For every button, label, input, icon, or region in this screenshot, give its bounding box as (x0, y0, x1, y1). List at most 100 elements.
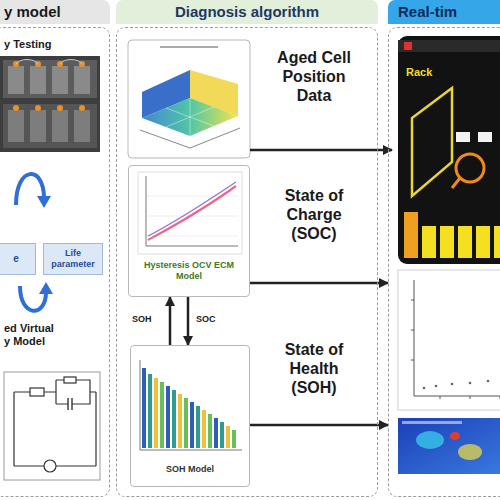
soh-bar-chart (214, 418, 218, 448)
battery-test-photo (0, 56, 100, 152)
cell-heatmap (416, 431, 444, 449)
monitoring-phone (458, 226, 472, 258)
circuit-model (64, 377, 76, 383)
cell-heatmap (458, 444, 482, 460)
monitoring-phone (452, 178, 460, 188)
surface-plot (160, 46, 218, 48)
flow-connector (169, 297, 172, 345)
soh-bar-chart (196, 406, 200, 448)
soh-bar-chart (190, 402, 194, 448)
panel-header: y model (0, 0, 110, 24)
flow-arrow (39, 282, 53, 294)
battery-test-photo (57, 105, 63, 111)
battery-test-photo (52, 110, 68, 142)
soc-graph (469, 382, 472, 385)
cell-heatmap (402, 421, 462, 424)
annotation-text: Aged Cell Position Data (268, 48, 360, 106)
node-text: y model (4, 0, 110, 24)
circuit-model (14, 380, 96, 466)
node-text: Hysteresis OCV ECM Model (133, 260, 245, 282)
soh-bar-chart (140, 360, 242, 450)
battery-test-photo (16, 60, 82, 65)
connector-label: State of Health (SOH) (268, 340, 360, 398)
connector-label: SOH (132, 314, 162, 325)
parameter-box: e (0, 243, 36, 275)
battery-test-photo (13, 105, 19, 111)
monitoring-phone (476, 226, 490, 258)
soh-bar-chart (154, 378, 158, 448)
soh-bar-chart (166, 386, 170, 448)
soc-graph (414, 280, 500, 396)
node-text: Life parameter (47, 248, 99, 270)
circuit-model (68, 398, 72, 410)
battery-test-photo (3, 60, 97, 98)
annotation-label: Aged Cell Position Data (268, 48, 360, 106)
battery-test-photo (8, 110, 24, 142)
soc-graph (451, 383, 454, 386)
monitoring-phone (412, 88, 452, 196)
monitoring-phone (398, 36, 500, 264)
battery-test-photo (35, 105, 41, 111)
node-text: Diagnosis algorithm (116, 0, 378, 24)
circuit-model (30, 388, 44, 396)
soh-bar-chart (226, 426, 230, 448)
model-card: SOH Model (130, 345, 250, 487)
battery-test-photo (0, 56, 100, 152)
battery-test-photo (79, 105, 85, 111)
flow-connector (250, 424, 388, 427)
soh-bar-chart (184, 398, 188, 448)
monitoring-phone (398, 36, 500, 264)
soh-bar-chart (232, 430, 236, 448)
soh-bar-chart (220, 422, 224, 448)
soc-graph (487, 380, 490, 383)
battery-test-photo (74, 66, 90, 94)
flow-connector (250, 282, 388, 285)
annotation-text: ed Virtual y Model (4, 322, 60, 348)
flow-arrow (37, 196, 51, 208)
ocv-plot (148, 182, 236, 236)
soc-graph (411, 300, 500, 399)
parameter-box: Life parameter (43, 243, 103, 275)
monitoring-phone (440, 226, 454, 258)
connector-label: SOC (196, 314, 226, 325)
box-text: e (13, 253, 19, 265)
surface-plot (166, 98, 214, 136)
node-text: SOH Model (135, 464, 245, 475)
panel-header: Real-tim (388, 0, 500, 24)
soc-graph (435, 385, 438, 388)
box-text: Life parameter (47, 248, 99, 270)
soh-bar-chart (140, 360, 242, 450)
circuit-model (4, 372, 100, 480)
annotation-label: ed Virtual y Model (4, 322, 60, 348)
soc-graph (423, 387, 426, 390)
panel-header: Diagnosis algorithm (116, 0, 378, 24)
monitoring-phone (494, 226, 500, 258)
connector-label-text: State of Charge (SOC) (268, 186, 360, 244)
monitoring-phone (398, 40, 500, 52)
soh-bar-chart (172, 390, 176, 448)
cell-heatmap (450, 432, 460, 440)
ocv-plot (146, 176, 238, 246)
soc-graph (398, 270, 500, 410)
soh-bar-chart (148, 374, 152, 448)
soh-bar-chart (178, 394, 182, 448)
soh-bar-chart (202, 410, 206, 448)
battery-test-photo (3, 104, 97, 148)
battery-test-photo (30, 66, 46, 94)
node-text: Real-tim (398, 0, 500, 24)
ocv-plot (148, 186, 236, 240)
panel-frame (388, 27, 500, 497)
section-panel: y model e Life parameter (0, 0, 110, 497)
connector-label: State of Charge (SOC) (268, 186, 360, 244)
monitoring-phone (404, 212, 418, 258)
card-text: Hysteresis OCV ECM Model (133, 260, 245, 282)
soh-bar-chart (208, 414, 212, 448)
surface-plot (142, 98, 238, 136)
annotation-label: y Testing (4, 38, 104, 51)
screen-text: Rack (406, 66, 432, 79)
cell-heatmap (398, 418, 500, 474)
soc-graph (398, 270, 500, 410)
soh-bar-chart (160, 382, 164, 448)
ocv-plot (138, 172, 242, 254)
